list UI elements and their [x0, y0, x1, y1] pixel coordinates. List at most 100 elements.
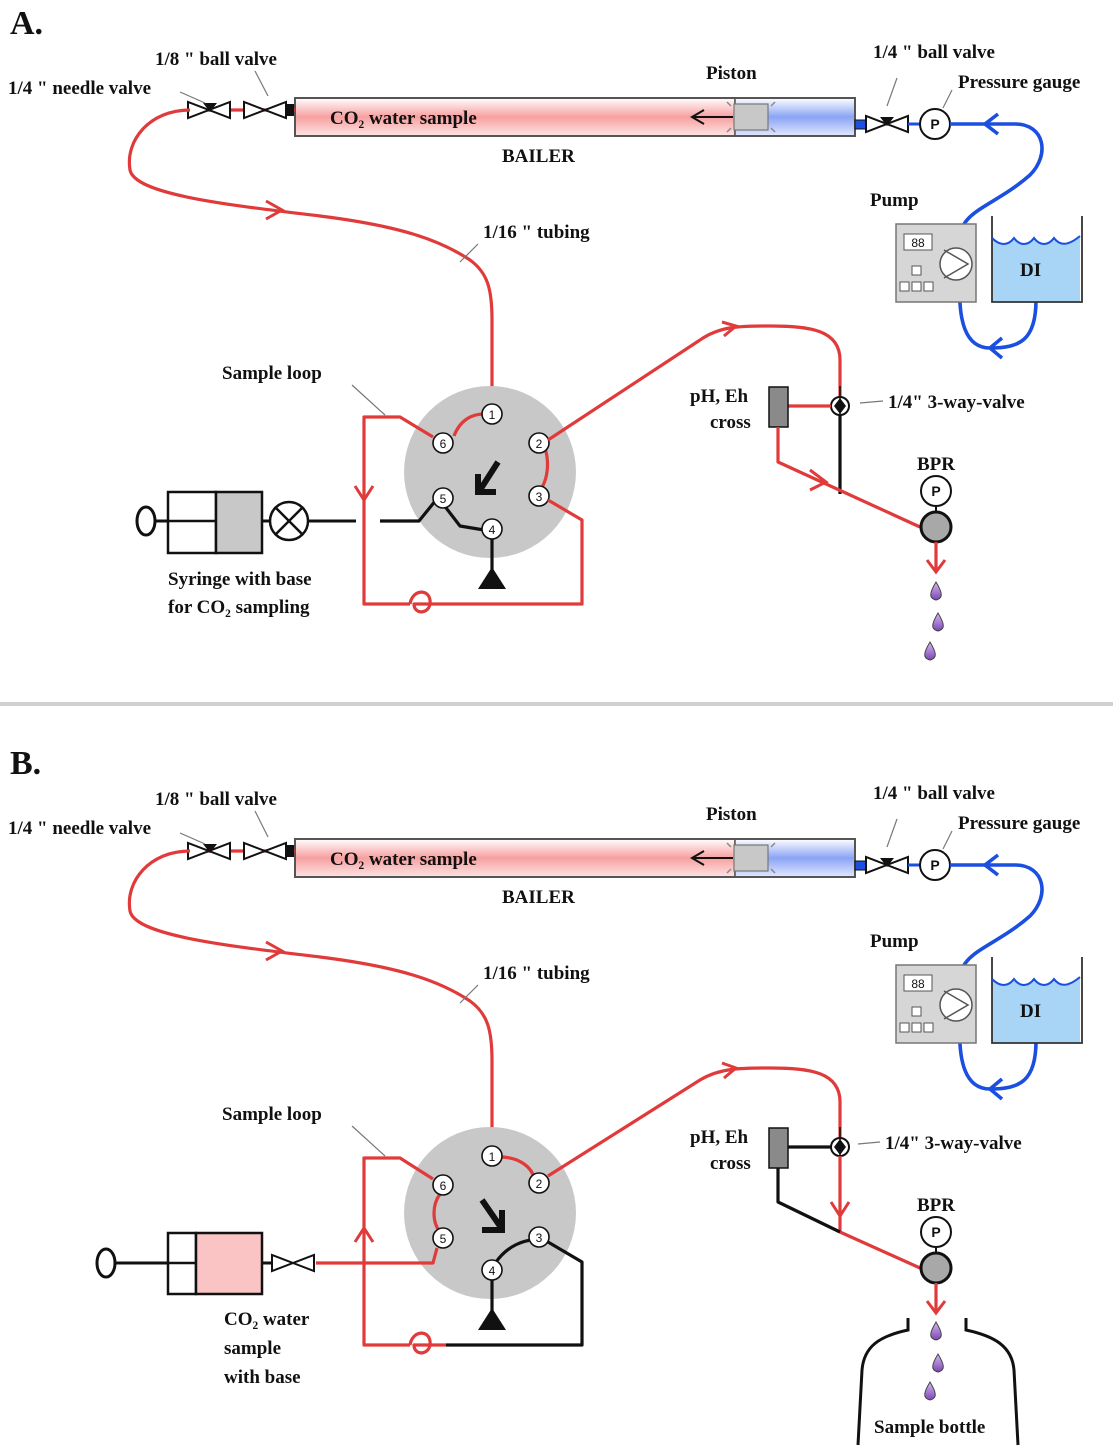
svg-text:4: 4 — [489, 523, 496, 537]
svg-text:3: 3 — [536, 1231, 543, 1245]
bailer-content-label: CO₂ water sample — [330, 849, 477, 870]
port-3: 3 — [528, 485, 550, 507]
sample-loop — [362, 415, 584, 606]
sample-bottle-label: Sample bottle — [874, 1417, 985, 1438]
piston-label: Piston — [706, 63, 757, 84]
ball-valve-small — [243, 841, 294, 861]
port-3: 3 — [528, 1226, 550, 1248]
svg-text:6: 6 — [440, 437, 447, 451]
sample-loop — [362, 1156, 434, 1347]
three-way-valve — [830, 1127, 850, 1165]
syringe-label-line-2: for CO₂ sampling — [168, 597, 310, 618]
port-2: 2 — [528, 432, 550, 454]
syringe-label-line-1: Syringe with base — [168, 569, 312, 590]
ball-valve-small-label: 1/8 " ball valve — [155, 789, 277, 810]
svg-text:4: 4 — [489, 1264, 496, 1278]
pressure-gauge: P — [919, 849, 951, 881]
needle-valve-label: 1/4 " needle valve — [8, 78, 151, 99]
piston-label: Piston — [706, 804, 757, 825]
ball-valve-small — [243, 100, 294, 120]
outlet-tubing — [547, 1066, 842, 1178]
injection-valve: 1 2 3 4 5 6 — [380, 386, 576, 589]
svg-text:1: 1 — [489, 1150, 496, 1164]
bailer-content-label: CO₂ water sample — [330, 108, 477, 129]
ball-valve-small-label: 1/8 " ball valve — [155, 49, 277, 70]
pressure-gauge: P — [919, 108, 951, 140]
piston-direction-arrow — [690, 109, 733, 125]
pump: 88 — [895, 223, 977, 303]
panel-b: B. CO₂ water sample BAILER 1/8 " b — [8, 745, 1083, 1446]
ph-eh-label-line-2: cross — [710, 1153, 751, 1174]
svg-text:P: P — [931, 1224, 940, 1240]
piston — [726, 842, 776, 874]
svg-text:1: 1 — [489, 408, 496, 422]
three-way-valve-label: 1/4" 3-way-valve — [888, 392, 1025, 413]
three-way-valve-label: 1/4" 3-way-valve — [885, 1133, 1022, 1154]
di-reservoir: DI — [991, 957, 1083, 1044]
back-pressure-regulator: P — [919, 475, 953, 544]
inlet-tubing — [127, 108, 494, 407]
ph-eh-cross — [768, 1127, 789, 1169]
di-reservoir: DI — [991, 216, 1083, 303]
port-1: 1 — [481, 403, 503, 425]
needle-valve-label: 1/4 " needle valve — [8, 818, 151, 839]
pump-display: 88 — [911, 236, 925, 250]
svg-text:6: 6 — [440, 1179, 447, 1193]
svg-text:5: 5 — [440, 1232, 447, 1246]
needle-valve — [187, 100, 231, 120]
syringe — [135, 490, 356, 555]
drops — [924, 581, 944, 661]
water-line — [950, 122, 1044, 249]
svg-text:P: P — [930, 116, 939, 132]
pressure-gauge-label: Pressure gauge — [958, 72, 1080, 93]
svg-text:2: 2 — [536, 1177, 543, 1191]
pump-label: Pump — [870, 931, 919, 952]
needle-valve — [187, 841, 231, 861]
drops — [924, 1321, 944, 1401]
sample-bottle: Sample bottle — [856, 1318, 1020, 1446]
ball-valve-large — [865, 114, 909, 134]
port-1: 1 — [481, 1145, 503, 1167]
panel-a: A. CO₂ water sample BAILER — [8, 5, 1083, 661]
panel-label: B. — [10, 745, 41, 782]
pressure-gauge-label: Pressure gauge — [958, 813, 1080, 834]
di-label: DI — [1020, 1001, 1041, 1022]
bpr-label: BPR — [917, 454, 955, 475]
bpr-label: BPR — [917, 1195, 955, 1216]
three-way-valve — [830, 386, 850, 424]
syringe-label-line-1: CO₂ water — [224, 1309, 310, 1330]
syringe-valve-icon — [271, 1253, 315, 1273]
tubing-label: 1/16 " tubing — [483, 222, 590, 243]
ph-eh-label-line-1: pH, Eh — [690, 386, 749, 407]
ph-eh-label-line-2: cross — [710, 412, 751, 433]
ball-valve-large-label: 1/4 " ball valve — [873, 783, 995, 804]
syringe-label-line-2: sample — [224, 1338, 281, 1359]
svg-text:2: 2 — [536, 437, 543, 451]
port-2: 2 — [528, 1172, 550, 1194]
port-5: 5 — [432, 1227, 454, 1249]
sample-loop-label: Sample loop — [222, 363, 322, 384]
pump-label: Pump — [870, 190, 919, 211]
bailer: CO₂ water sample BAILER — [294, 97, 856, 167]
di-label: DI — [1020, 260, 1041, 281]
svg-text:3: 3 — [536, 490, 543, 504]
closed-valve-icon — [268, 500, 310, 542]
bailer-label: BAILER — [502, 146, 575, 167]
pump-display: 88 — [911, 977, 925, 991]
port-4: 4 — [481, 518, 503, 540]
back-pressure-regulator: P — [919, 1216, 953, 1285]
inlet-tubing — [127, 849, 494, 1148]
injection-valve: 1 2 3 4 5 6 — [404, 1127, 576, 1330]
syringe-label-line-3: with base — [224, 1367, 301, 1388]
piston-direction-arrow — [690, 850, 733, 866]
pump: 88 — [895, 964, 977, 1044]
port-4: 4 — [481, 1259, 503, 1281]
port-5: 5 — [432, 487, 454, 509]
svg-text:P: P — [930, 857, 939, 873]
water-line — [950, 863, 1044, 990]
sample-loop-label: Sample loop — [222, 1104, 322, 1125]
port-6: 6 — [432, 1174, 454, 1196]
tubing-label: 1/16 " tubing — [483, 963, 590, 984]
outlet-tubing — [547, 324, 842, 442]
